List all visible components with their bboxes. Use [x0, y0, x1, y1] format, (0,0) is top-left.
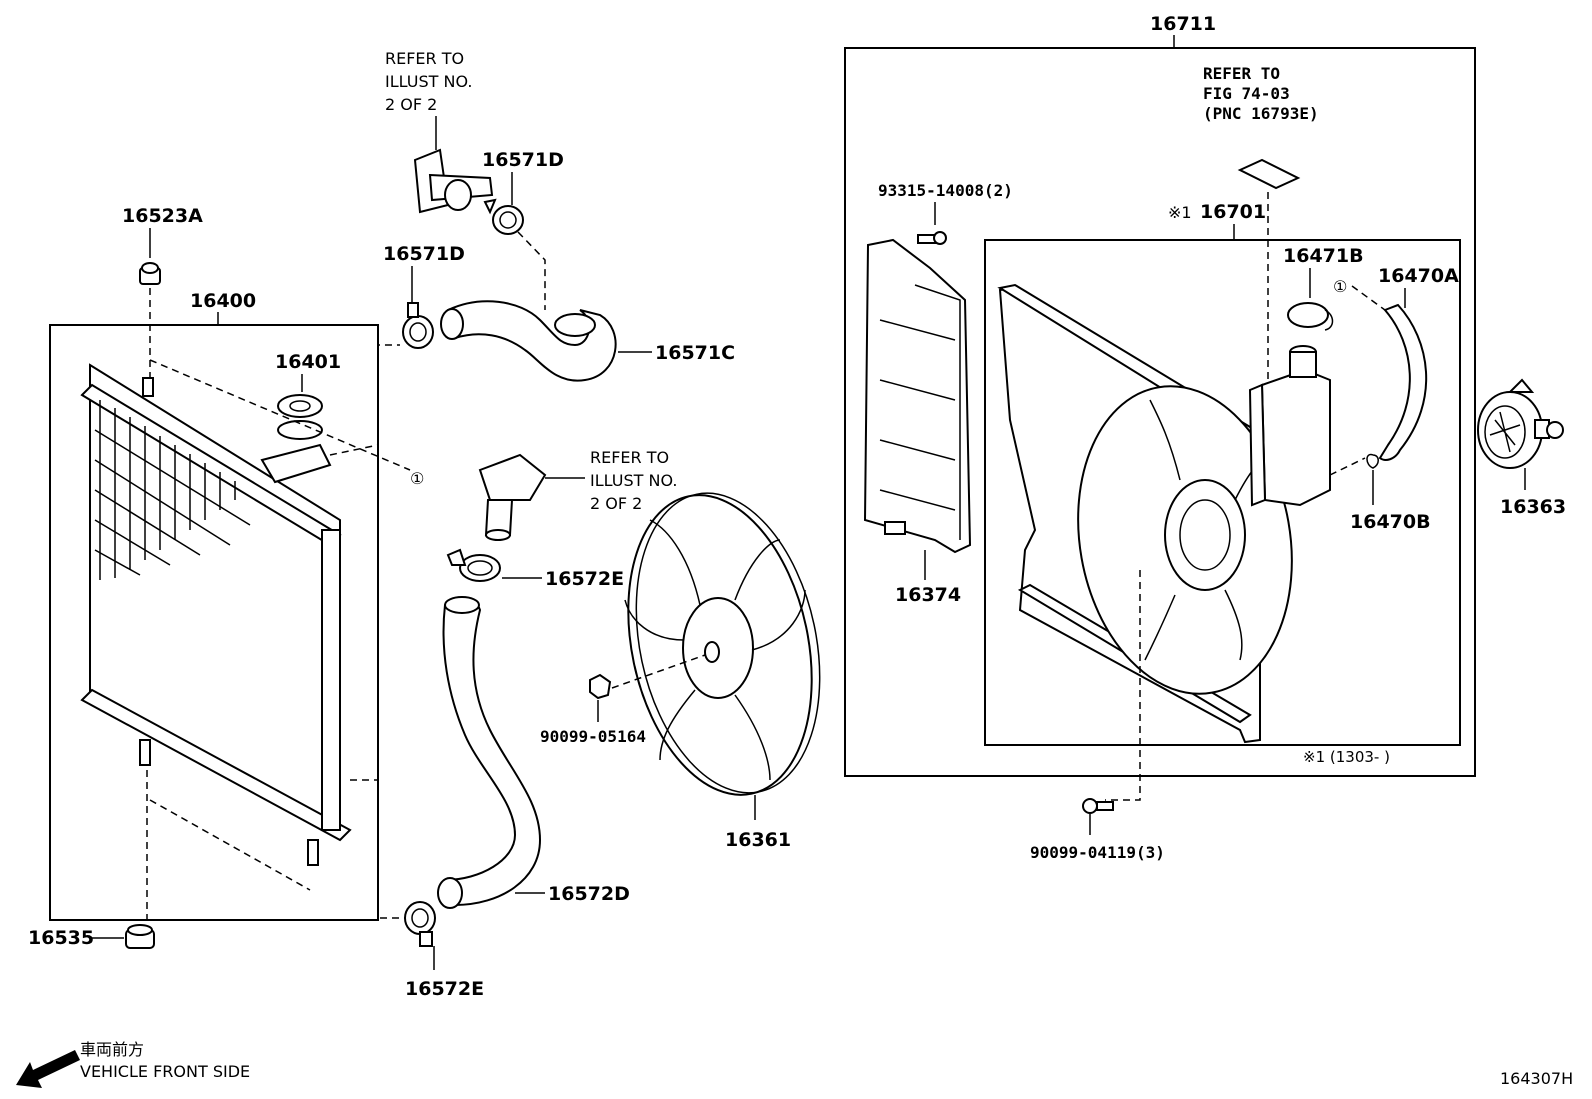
bottom-plug-icon	[125, 924, 155, 949]
refer-fig-line3: (PNC 16793E)	[1203, 104, 1319, 123]
label-16470A: 16470A	[1378, 265, 1459, 287]
refer-fig-line1: REFER TO	[1203, 64, 1280, 83]
label-16701: 16701	[1200, 201, 1266, 223]
refer-mid-line3: 2 OF 2	[590, 494, 642, 513]
label-16571D-top: 16571D	[482, 149, 564, 171]
hose-clamp-lower-bottom-icon	[404, 901, 436, 947]
radiator-icon	[80, 363, 352, 866]
cooling-fan-icon	[624, 492, 821, 796]
label-16374: 16374	[895, 584, 961, 606]
shroud-sub-box	[984, 239, 1461, 746]
label-90099-04119: 90099-04119(3)	[1030, 843, 1165, 862]
fan-shroud-icon	[997, 283, 1331, 744]
arrow-left-down-icon	[16, 1050, 80, 1088]
radiator-cap-icon	[277, 394, 323, 418]
label-16363: 16363	[1500, 496, 1566, 518]
label-16711: 16711	[1150, 13, 1216, 35]
footnote: ※1 (1303- )	[1303, 748, 1390, 766]
circle-1-left: ①	[410, 469, 424, 488]
refer-top-line1: REFER TO	[385, 49, 464, 68]
radiator-group	[49, 312, 379, 921]
illustration-code: 164307H	[1500, 1069, 1573, 1088]
hose-clip-icon	[1366, 453, 1379, 469]
label-16571D-mid: 16571D	[383, 243, 465, 265]
label-16572D: 16572D	[548, 883, 630, 905]
label-16401: 16401	[275, 351, 341, 373]
label-90099-05164: 90099-05164	[540, 727, 646, 746]
fan-motor-icon	[1477, 378, 1564, 469]
refer-top-line3: 2 OF 2	[385, 95, 437, 114]
label-16400: 16400	[190, 290, 256, 312]
label-16535: 16535	[28, 927, 94, 949]
screw-icon-top	[917, 231, 947, 245]
nut-icon	[589, 673, 612, 700]
bolt-icon-bottom	[1082, 798, 1114, 814]
water-outlet-icon	[413, 148, 494, 214]
label-16701-mark: ※1	[1168, 203, 1192, 222]
label-16572E-bottom: 16572E	[405, 978, 484, 1000]
shroud-group-box	[844, 47, 1476, 777]
label-16572E-top: 16572E	[545, 568, 624, 590]
label-plate-icon	[1237, 158, 1301, 190]
reservoir-cap-icon	[1287, 302, 1334, 331]
lower-hose-icon	[437, 596, 542, 909]
label-16471B: 16471B	[1283, 245, 1364, 267]
radiator-group-box	[49, 324, 379, 921]
vehicle-front-jp: 車両前方	[80, 1040, 144, 1059]
overflow-hose-icon	[1378, 303, 1428, 461]
refer-mid-line2: ILLUST NO.	[590, 471, 677, 490]
label-93315-14008: 93315-14008(2)	[878, 181, 1013, 200]
upper-hose-icon	[440, 300, 617, 382]
hose-clamp-lower-top-icon	[446, 548, 501, 582]
label-16571C: 16571C	[655, 342, 735, 364]
air-guide-icon	[863, 238, 972, 554]
circle-1-right: ①	[1333, 277, 1347, 296]
label-16361: 16361	[725, 829, 791, 851]
refer-top-line2: ILLUST NO.	[385, 72, 472, 91]
vehicle-front-en: VEHICLE FRONT SIDE	[80, 1062, 250, 1081]
refer-fig-line2: FIG 74-03	[1203, 84, 1290, 103]
refer-mid-line1: REFER TO	[590, 448, 669, 467]
hose-clamp-top-icon	[483, 198, 524, 235]
hose-clamp-mid-icon	[402, 302, 434, 349]
label-16523A: 16523A	[122, 205, 203, 227]
water-inlet-icon	[478, 453, 547, 541]
drain-cap-icon	[139, 262, 161, 285]
label-16470B: 16470B	[1350, 511, 1431, 533]
